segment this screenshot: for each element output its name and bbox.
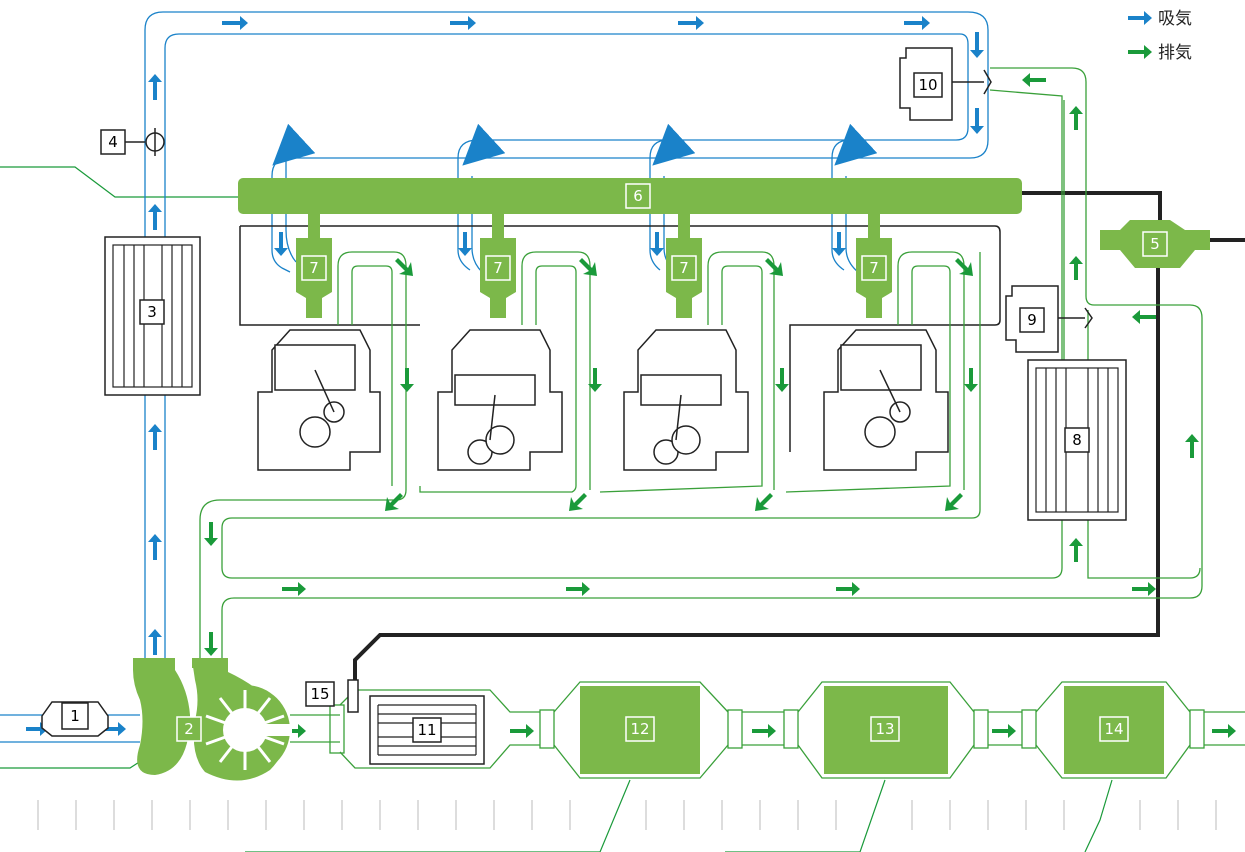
component-7-injectors: 7 7 7 7 [296,214,892,318]
piston-4 [840,344,922,448]
svg-text:13: 13 [875,720,894,738]
arrow-down-icon [970,32,984,58]
component-10-valve: 10 [899,47,992,121]
arrow-left-icon [1022,73,1046,87]
svg-text:1: 1 [70,707,80,725]
svg-text:7: 7 [309,259,319,277]
svg-text:10: 10 [918,76,937,94]
arrow-right-icon [752,724,776,738]
arrow-right-icon [904,16,930,30]
bottom-ticks [37,800,1217,830]
svg-text:12: 12 [630,720,649,738]
piston-1 [274,344,356,448]
arrow-right-icon [836,582,860,596]
component-12-filter: 12 [580,686,700,774]
arrow-up-icon [148,424,162,450]
arrow-down-icon [775,368,789,392]
component-11-catalyst: 11 [369,695,485,765]
intake-diag-arrows [272,123,878,166]
cylinder-3 [623,329,749,471]
exhaust-arrows [204,73,1236,738]
arrow-right-icon [510,724,534,738]
component-3-intercooler: 3 [104,236,201,396]
svg-text:吸気: 吸気 [1158,9,1192,29]
svg-text:11: 11 [417,721,436,739]
arrow-up-icon [148,534,162,560]
svg-text:7: 7 [679,259,689,277]
svg-text:排気: 排気 [1158,43,1192,63]
component-9-egr-valve: 9 [1005,285,1093,353]
arrow-up-icon [1185,434,1199,458]
injector-4: 7 [856,214,892,318]
arrow-down-icon [274,232,288,256]
arrow-right-icon [1212,724,1236,738]
svg-text:14: 14 [1104,720,1123,738]
intake-arrows [26,16,984,736]
arrow-down-icon [204,632,218,656]
component-6-common-rail: 6 [238,178,1022,214]
arrow-up-icon [148,204,162,230]
svg-text:7: 7 [493,259,503,277]
svg-text:7: 7 [869,259,879,277]
arrow-up-icon [1069,538,1083,562]
arrow-up-icon [1069,106,1083,130]
tailpipe [290,681,1245,779]
arrow-right-icon [282,582,306,596]
svg-text:5: 5 [1150,235,1160,253]
arrow-right-icon [992,724,1016,738]
arrow-up-icon [1069,256,1083,280]
arrow-right-icon [282,724,306,738]
arrow-right-icon [566,582,590,596]
arrow-right-icon [222,16,248,30]
component-5-pump: 5 [1100,220,1210,268]
svg-text:6: 6 [633,187,643,205]
arrow-up-icon [148,629,162,655]
arrow-right-icon [450,16,476,30]
component-8-egr-cooler: 8 [1027,359,1127,521]
arrow-down-icon [964,368,978,392]
legend: 吸気 排気 [1128,9,1192,63]
injector-1: 7 [296,214,332,318]
arrow-right-icon [1132,582,1156,596]
component-2-turbocharger: 2 [133,658,292,781]
svg-text:9: 9 [1027,311,1037,329]
leader-lines [0,166,1113,852]
engine-block [239,225,1001,471]
arrow-down-icon [458,232,472,256]
component-1: 1 [41,701,109,737]
arrow-right-icon [104,722,126,736]
piston-3 [640,374,722,465]
component-13-scr: 13 [824,686,948,774]
arrow-right-icon [1128,45,1152,59]
component-15-dosing-valve: 15 [305,679,359,713]
injector-2: 7 [480,214,516,318]
arrow-right-icon [678,16,704,30]
legend-item-intake: 吸気 [1128,9,1192,29]
arrow-down-icon [832,232,846,256]
arrow-up-icon [148,74,162,100]
arrow-down-icon [400,368,414,392]
piston-2 [454,374,536,465]
component-14-asc: 14 [1064,686,1164,774]
arrow-down-icon [650,232,664,256]
arrow-down-icon [588,368,602,392]
arrow-down-icon [204,522,218,546]
injector-3: 7 [666,214,702,318]
cylinder-1 [257,329,381,471]
cylinder-4 [823,329,949,471]
cylinder-2 [437,329,563,471]
exhaust-diag-arrows [385,258,973,511]
svg-text:8: 8 [1072,431,1082,449]
component-4-throttle: 4 [100,128,165,156]
svg-text:2: 2 [184,720,194,738]
arrow-right-icon [1128,11,1152,25]
intake-path [0,11,989,743]
arrow-down-icon [970,108,984,134]
svg-text:15: 15 [310,685,329,703]
pistons [274,344,922,465]
legend-item-exhaust: 排気 [1128,43,1192,63]
svg-text:4: 4 [108,133,118,151]
arrow-left-icon [1132,310,1156,324]
svg-text:3: 3 [147,303,157,321]
